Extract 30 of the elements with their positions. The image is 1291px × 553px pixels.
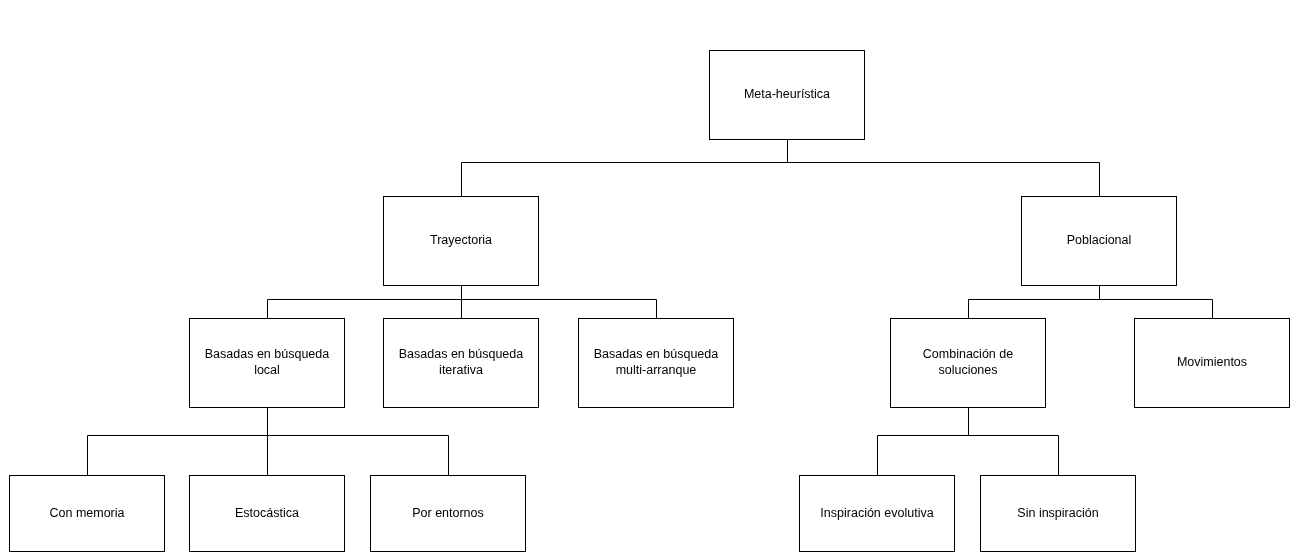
node-label: Meta-heurística	[743, 87, 831, 103]
node-label: Poblacional	[1066, 233, 1132, 249]
node-label: Trayectoria	[429, 233, 493, 249]
node-label: Por entornos	[412, 505, 484, 522]
category-box	[370, 475, 526, 552]
node-label: Basadas en búsqueda iterativa	[397, 347, 525, 379]
category-box	[890, 318, 1046, 408]
category-box	[709, 50, 865, 140]
node-label: Inspiración evolutiva	[820, 505, 934, 522]
category-box	[383, 318, 539, 408]
node-label: Basadas en búsqueda multi-arranque	[592, 347, 720, 379]
connector-line	[267, 407, 449, 476]
node-label: Con memoria	[49, 505, 125, 522]
node-label: Sin inspiración	[1017, 505, 1099, 522]
node-label: Basadas en búsqueda local	[203, 347, 331, 379]
category-box	[189, 318, 345, 408]
category-box	[383, 196, 539, 286]
connector-line	[461, 285, 657, 319]
connector-line	[968, 407, 1059, 476]
node-label: Movimientos	[1176, 355, 1248, 371]
category-box	[189, 475, 345, 552]
category-box	[578, 318, 734, 408]
category-box	[9, 475, 165, 552]
category-box	[980, 475, 1136, 552]
node-label: Combinación de soluciones	[921, 347, 1015, 379]
category-box	[799, 475, 955, 552]
connector-line	[1099, 285, 1213, 319]
category-box	[1021, 196, 1177, 286]
category-box	[1134, 318, 1290, 408]
node-label: Estocástica	[235, 505, 299, 522]
